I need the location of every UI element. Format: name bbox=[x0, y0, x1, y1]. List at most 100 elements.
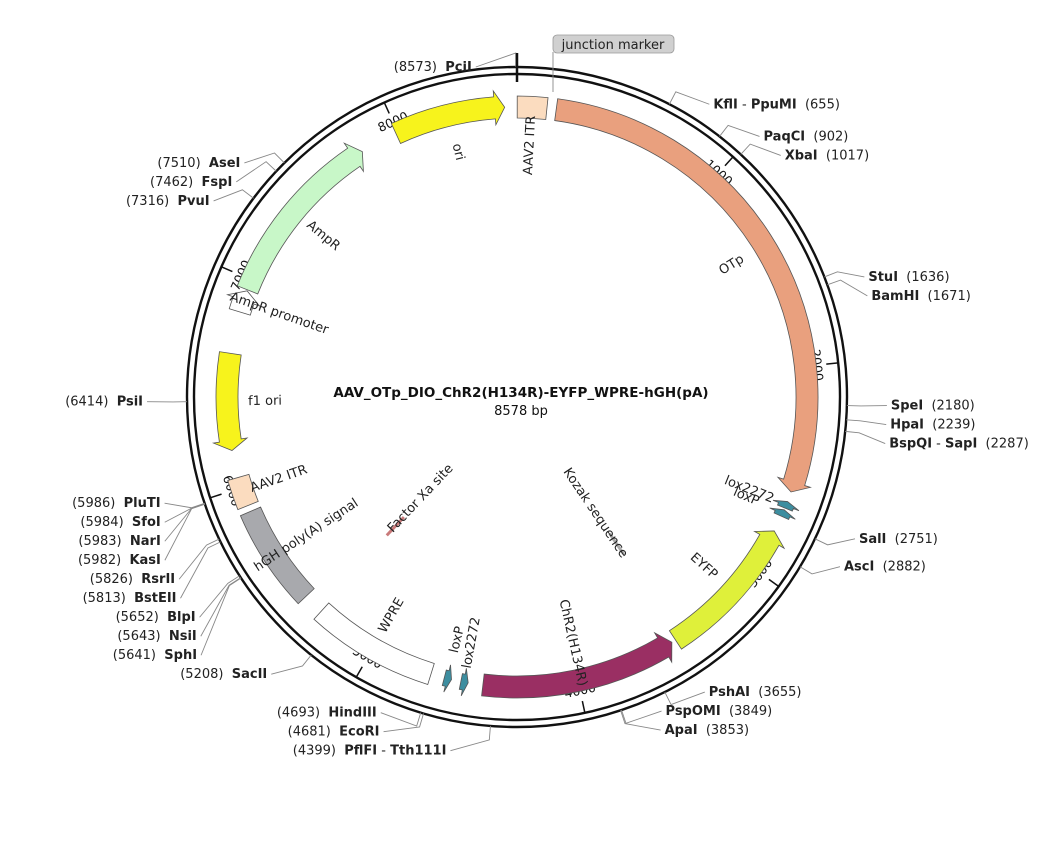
site-sali-pos: (2751) bbox=[886, 532, 938, 547]
site-sacii-pos: (5208) bbox=[180, 667, 223, 682]
site-kfli-dash: - bbox=[738, 97, 751, 112]
site-pcii-leader bbox=[475, 52, 517, 68]
site-pflfi-leader bbox=[450, 725, 491, 752]
feature-ori bbox=[390, 89, 506, 145]
feature-factor-xa-site bbox=[385, 516, 405, 537]
site-rsrii-name: RsrII bbox=[141, 572, 175, 587]
site-hindiii-label: (4693) HindIII bbox=[277, 706, 377, 721]
site-xbai-name: XbaI bbox=[785, 148, 818, 163]
site-blpi-name: BlpI bbox=[167, 610, 196, 625]
site-asei-gap bbox=[201, 156, 209, 171]
site-spei-name: SpeI bbox=[891, 399, 923, 414]
site-sfoi-gap bbox=[124, 515, 132, 530]
ruler-tick bbox=[221, 266, 233, 273]
site-psii-name: PsiI bbox=[117, 395, 143, 410]
site-spei-pos: (2180) bbox=[923, 399, 975, 414]
site-sacii-name: SacII bbox=[232, 667, 268, 682]
site-nsii-name: NsiI bbox=[169, 629, 197, 644]
site-labels: KflI - PpuMI (655)PaqCI (902)XbaI (1017)… bbox=[65, 60, 1029, 759]
site-hpai-label: HpaI (2239) bbox=[890, 418, 975, 433]
site-ecori-name: EcoRI bbox=[339, 725, 379, 740]
site-apai-label: ApaI (3853) bbox=[665, 723, 749, 738]
site-pshai-name: PshAI bbox=[709, 685, 750, 700]
ruler-tick bbox=[826, 362, 839, 365]
site-nari-pos: (5983) bbox=[78, 534, 121, 549]
site-pspomi-pos: (3849) bbox=[721, 704, 773, 719]
site-bsteii-gap bbox=[126, 591, 134, 606]
site-hindiii-name: HindIII bbox=[328, 706, 376, 721]
site-sphi-gap bbox=[156, 648, 164, 663]
site-stui-label: StuI (1636) bbox=[868, 270, 949, 285]
junction-marker-label: junction marker bbox=[561, 38, 665, 53]
site-pspomi-leader bbox=[621, 709, 662, 724]
site-ecori-pos: (4681) bbox=[288, 725, 331, 740]
site-sfoi-pos: (5984) bbox=[80, 515, 123, 530]
site-bamhi-name: BamHI bbox=[871, 289, 919, 304]
feature-f1-ori bbox=[211, 351, 249, 451]
plasmid-title: AAV_OTp_DIO_ChR2(H134R)-EYFP_WPRE-hGH(pA… bbox=[333, 385, 708, 401]
site-pvui-gap bbox=[169, 194, 177, 209]
site-blpi-pos: (5652) bbox=[116, 610, 159, 625]
ruler-tick bbox=[581, 700, 586, 713]
site-nsii-label: (5643) NsiI bbox=[117, 629, 196, 644]
site-sphi-pos: (5641) bbox=[113, 648, 156, 663]
feature-otp-label: OTp bbox=[717, 252, 747, 279]
site-sfoi-name: SfoI bbox=[132, 515, 161, 530]
site-kfli-pos: (655) bbox=[797, 97, 840, 112]
site-apai-pos: (3853) bbox=[698, 723, 750, 738]
site-sphi-leader bbox=[200, 577, 242, 656]
ruler-tick bbox=[355, 666, 363, 678]
site-asci-pos: (2882) bbox=[874, 560, 926, 575]
site-asei-leader bbox=[244, 152, 285, 164]
site-psii-label: (6414) PsiI bbox=[65, 395, 143, 410]
site-bspqi-label: BspQI - SapI (2287) bbox=[889, 437, 1029, 452]
feature-aav2-itr-label: AAV2 ITR bbox=[248, 462, 309, 496]
site-pvui-leader bbox=[213, 189, 254, 202]
feature-kozak-sequence bbox=[608, 532, 625, 556]
site-pluti-gap bbox=[115, 496, 123, 511]
site-pflfi-name: PflFI bbox=[344, 744, 377, 759]
site-xbai-leader bbox=[740, 143, 781, 156]
site-stui-leader bbox=[824, 271, 865, 278]
feature-ampr-promoter bbox=[226, 290, 261, 316]
feature-ampr-label: AmpR bbox=[303, 218, 342, 254]
site-pcii-pos: (8573) bbox=[394, 60, 437, 75]
feature-loxp-label: loxP bbox=[447, 625, 468, 655]
site-ecori-gap bbox=[331, 725, 339, 740]
site-pshai-leader bbox=[664, 691, 705, 706]
feature-loxp bbox=[441, 664, 452, 693]
site-apai-name: ApaI bbox=[665, 723, 698, 738]
site-sphi-label: (5641) SphI bbox=[113, 648, 197, 663]
site-sali-leader bbox=[814, 538, 856, 546]
site-hpai-pos: (2239) bbox=[924, 418, 976, 433]
site-psii-gap bbox=[108, 395, 116, 410]
site-fspi-name: FspI bbox=[202, 175, 233, 190]
feature-kozak-sequence-label: Kozak sequence bbox=[560, 465, 631, 560]
site-sacii-label: (5208) SacII bbox=[180, 667, 267, 682]
site-pvui-label: (7316) PvuI bbox=[126, 194, 210, 209]
site-pspomi-label: PspOMI (3849) bbox=[666, 704, 773, 719]
junction-marker-box bbox=[552, 34, 675, 54]
site-nari-name: NarI bbox=[130, 534, 161, 549]
site-kasi-label: (5982) KasI bbox=[78, 553, 161, 568]
feature-aav2-itr bbox=[227, 473, 259, 511]
site-psii-pos: (6414) bbox=[65, 395, 108, 410]
site-sfoi-label: (5984) SfoI bbox=[80, 515, 160, 530]
feature-aav2-itr bbox=[516, 95, 549, 120]
feature-loxp bbox=[769, 507, 796, 521]
site-asei-name: AseI bbox=[209, 156, 240, 171]
site-paqci-pos: (902) bbox=[805, 129, 848, 144]
site-pluti-label: (5986) PluTI bbox=[72, 496, 160, 511]
site-kasi-gap bbox=[121, 553, 129, 568]
site-sali-name: SalI bbox=[859, 532, 886, 547]
site-blpi-leader bbox=[199, 575, 240, 618]
site-bsteii-pos: (5813) bbox=[83, 591, 126, 606]
site-paqci-leader bbox=[719, 124, 760, 137]
feature-lox2272 bbox=[458, 668, 469, 697]
feature-otp bbox=[554, 98, 819, 493]
site-bspqi-name2: SapI bbox=[945, 437, 977, 452]
site-hindiii-gap bbox=[320, 706, 328, 721]
feature-ampr bbox=[236, 142, 364, 295]
junction-marker: junction marker bbox=[515, 34, 675, 92]
site-asei-label: (7510) AseI bbox=[157, 156, 240, 171]
